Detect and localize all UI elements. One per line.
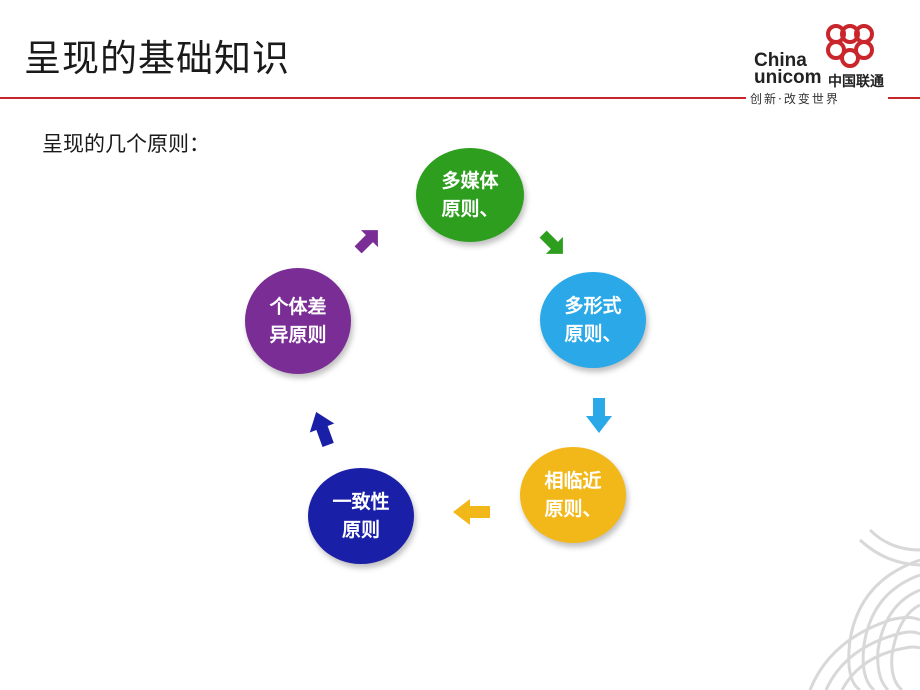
- unicom-knot-icon: [826, 24, 874, 68]
- arrow-right-down-icon: [539, 230, 563, 254]
- node-consistency: 一致性原则: [308, 468, 414, 564]
- node-label: 相临近原则、: [544, 470, 602, 520]
- logo-text-china: China: [754, 50, 807, 71]
- arrow-up-right-icon: [354, 230, 378, 254]
- arrow-down-icon: [586, 398, 612, 433]
- logo-slogan: 创新·改变世界: [750, 92, 840, 106]
- node-individual-difference: 个体差异原则: [245, 268, 351, 374]
- title-divider: [0, 97, 746, 99]
- decorative-pattern: [808, 528, 920, 690]
- title-divider-right: [888, 97, 920, 99]
- arrow-up-icon: [309, 412, 335, 447]
- node-label: 多形式原则、: [564, 295, 622, 345]
- slide-title: 呈现的基础知识: [24, 37, 290, 80]
- arrow-left-icon: [453, 499, 490, 525]
- node-label: 个体差异原则: [269, 296, 327, 346]
- node-multiform: 多形式原则、: [540, 272, 646, 368]
- node-multimedia: 多媒体原则、: [416, 148, 524, 242]
- logo-text-unicom: unicom: [754, 67, 822, 88]
- logo-text-chinese: 中国联通: [828, 74, 884, 90]
- node-contiguity: 相临近原则、: [520, 447, 626, 543]
- china-unicom-logo: China unicom 中国联通 创新·改变世界: [748, 20, 898, 110]
- node-label: 多媒体原则、: [441, 170, 499, 220]
- node-label: 一致性原则: [332, 491, 390, 541]
- section-subtitle: 呈现的几个原则：: [42, 132, 210, 156]
